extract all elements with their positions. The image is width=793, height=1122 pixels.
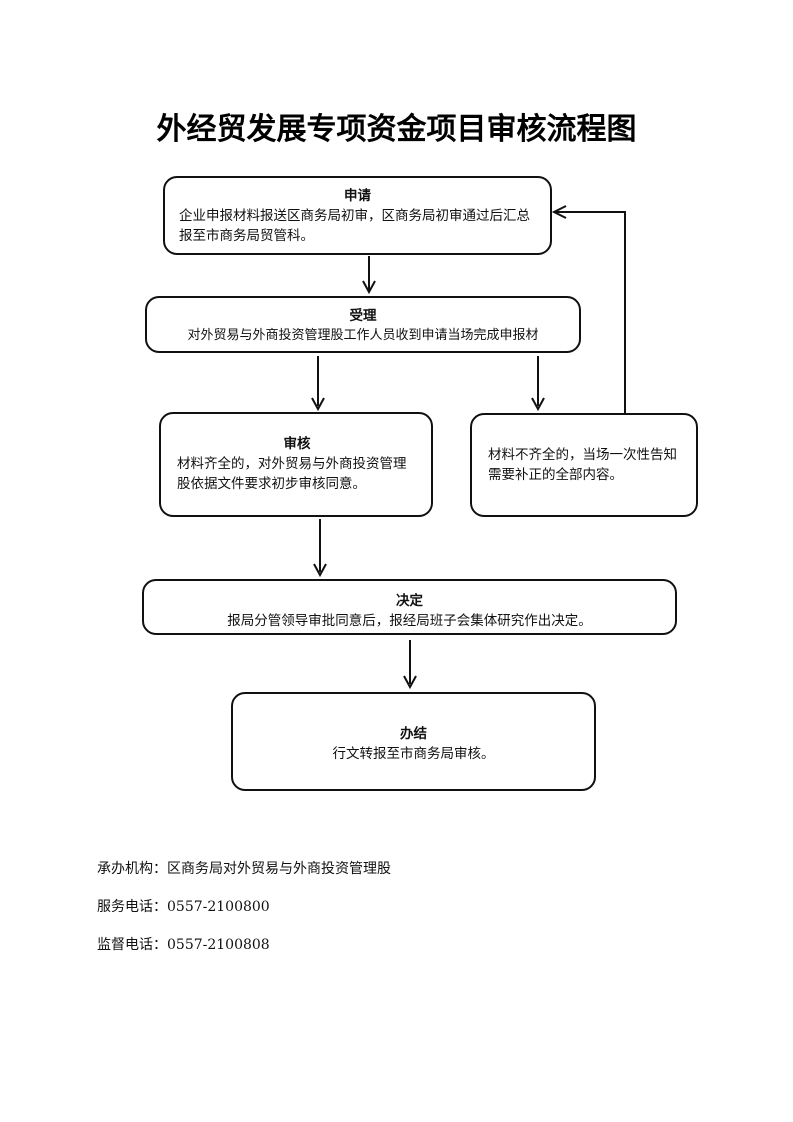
step-decide-text: 报局分管领导审批同意后，报经局班子会集体研究作出决定。 bbox=[227, 613, 592, 629]
step-review-text: 材料齐全的，对外贸易与外商投资管理股依据文件要求初步审核同意。 bbox=[177, 456, 407, 492]
footer-organization: 承办机构：区商务局对外贸易与外商投资管理股 bbox=[97, 861, 391, 877]
step-apply-heading: 申请 bbox=[344, 188, 371, 204]
step-finish-box: 办结 行文转报至市商务局审核。 bbox=[231, 692, 596, 791]
step-review-heading: 审核 bbox=[283, 436, 311, 452]
footer-service-phone: 服务电话：0557-2100800 bbox=[97, 899, 270, 915]
step-review-box: 审核 材料齐全的，对外贸易与外商投资管理股依据文件要求初步审核同意。 bbox=[159, 412, 433, 517]
step-apply-box: 申请 企业申报材料报送区商务局初审，区商务局初审通过后汇总报至市商务局贸管科。 bbox=[163, 176, 552, 255]
arrowhead-decide-to-finish bbox=[403, 675, 417, 690]
step-incomplete-box: 材料不齐全的，当场一次性告知需要补正的全部内容。 bbox=[470, 413, 698, 517]
step-accept-text: 对外贸易与外商投资管理股工作人员收到申请当场完成申报材 bbox=[187, 328, 539, 343]
step-finish-heading: 办结 bbox=[400, 726, 427, 742]
arrowhead-apply-to-accept bbox=[362, 280, 376, 295]
arrowhead-accept-to-incomplete bbox=[531, 397, 545, 412]
step-incomplete-text: 材料不齐全的，当场一次性告知需要补正的全部内容。 bbox=[488, 447, 677, 483]
step-accept-heading: 受理 bbox=[349, 308, 377, 324]
arrowhead-incomplete-back-to-apply bbox=[551, 205, 567, 219]
footer-supervise-phone: 监督电话：0557-2100808 bbox=[97, 937, 270, 953]
step-decide-box: 决定 报局分管领导审批同意后，报经局班子会集体研究作出决定。 bbox=[142, 579, 677, 635]
step-decide-heading: 决定 bbox=[396, 593, 423, 609]
step-accept-box: 受理 对外贸易与外商投资管理股工作人员收到申请当场完成申报材 bbox=[145, 296, 581, 353]
arrowhead-review-to-decide bbox=[313, 563, 327, 578]
page-title: 外经贸发展专项资金项目审核流程图 bbox=[156, 112, 637, 147]
step-apply-text: 企业申报材料报送区商务局初审，区商务局初审通过后汇总报至市商务局贸管科。 bbox=[179, 208, 530, 244]
step-finish-text: 行文转报至市商务局审核。 bbox=[332, 746, 495, 762]
arrowhead-accept-to-review bbox=[311, 397, 325, 412]
